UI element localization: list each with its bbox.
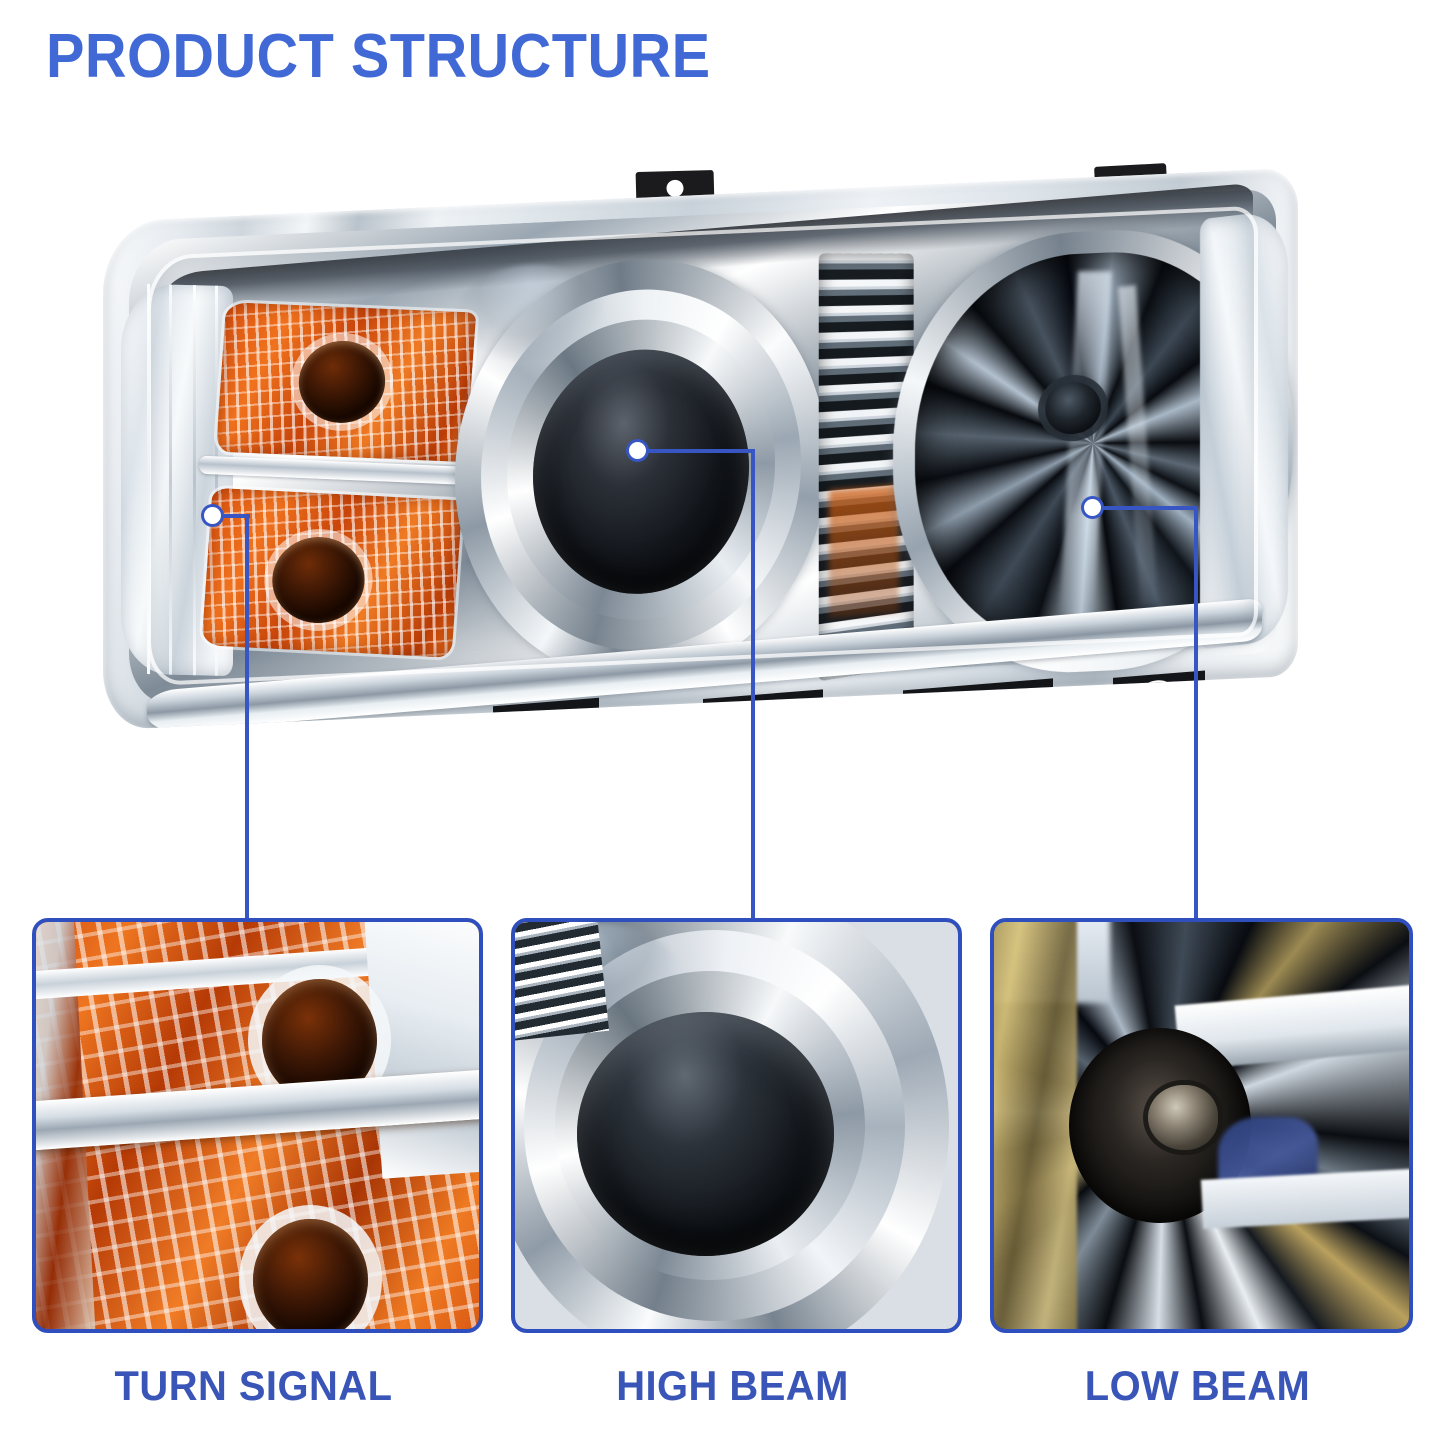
turn-signal-upper-cell	[216, 302, 476, 462]
callout-line-low-beam-vertical	[1194, 506, 1198, 920]
projector-lens-macro	[577, 1012, 834, 1256]
callout-line-turn-signal-vertical	[245, 514, 249, 920]
page-title: PRODUCT STRUCTURE	[46, 26, 711, 88]
turn-signal-macro-photo	[36, 922, 479, 1329]
low-beam-bulb	[1045, 381, 1101, 436]
projector-lens	[533, 345, 749, 599]
center-chrome-fins	[819, 253, 914, 681]
product-hero-image	[95, 165, 1310, 710]
reflector-highlight	[1060, 271, 1112, 612]
detail-panel-high-beam	[511, 918, 962, 1333]
lens-top-shadow	[163, 183, 1253, 314]
callout-marker-high-beam[interactable]	[629, 442, 646, 459]
callout-marker-low-beam[interactable]	[1084, 499, 1101, 516]
housing-boss-icon	[703, 689, 823, 727]
detail-panel-low-beam	[990, 918, 1413, 1333]
low-beam-reflector	[893, 222, 1293, 680]
chrome-rib	[147, 284, 150, 674]
detail-panel-caption-low-beam: LOW BEAM	[1000, 1362, 1394, 1410]
chrome-fins-corner	[511, 918, 610, 1041]
mounting-hole-icon	[666, 180, 683, 197]
chrome-rib	[215, 286, 218, 676]
detail-panel-caption-high-beam: HIGH BEAM	[522, 1362, 943, 1410]
callout-line-low-beam-horizontal	[1092, 506, 1198, 510]
high-beam-projector	[455, 251, 827, 688]
turn-signal-divider	[199, 456, 477, 486]
reflector-chrome-bezel	[893, 222, 1293, 680]
low-beam-macro-photo	[994, 922, 1409, 1329]
mounting-hole-icon	[1143, 679, 1171, 697]
callout-marker-turn-signal[interactable]	[204, 507, 221, 524]
housing-boss-icon	[903, 678, 1053, 720]
high-beam-macro-photo	[515, 922, 958, 1329]
chrome-rib	[193, 285, 196, 675]
chrome-rib	[169, 285, 172, 675]
projector-outer-ring	[455, 251, 827, 688]
lens-left-chrome-edge	[121, 283, 233, 676]
callout-line-high-beam-vertical	[751, 449, 755, 920]
reflector-facets	[915, 245, 1271, 657]
low-beam-bulb-macro	[1148, 1085, 1219, 1150]
detail-panel-turn-signal	[32, 918, 483, 1333]
turn-signal-bulb-socket-macro	[253, 1219, 368, 1333]
projector-lens-gloss	[455, 261, 605, 364]
clear-lens-section	[363, 918, 483, 1178]
turn-signal-bulb-socket	[269, 535, 367, 625]
detail-panel-caption-turn-signal: TURN SIGNAL	[43, 1362, 464, 1410]
lens-right-chrome-edge	[1200, 209, 1288, 649]
housing-boss-icon	[1113, 670, 1205, 705]
reflection-gold-band	[990, 918, 1077, 1333]
reflector-highlight	[1118, 285, 1158, 605]
callout-line-high-beam-horizontal	[637, 449, 755, 453]
center-amber-glow	[829, 485, 899, 619]
projector-inner-ring	[507, 314, 775, 626]
turn-signal-bulb-socket	[296, 339, 388, 424]
